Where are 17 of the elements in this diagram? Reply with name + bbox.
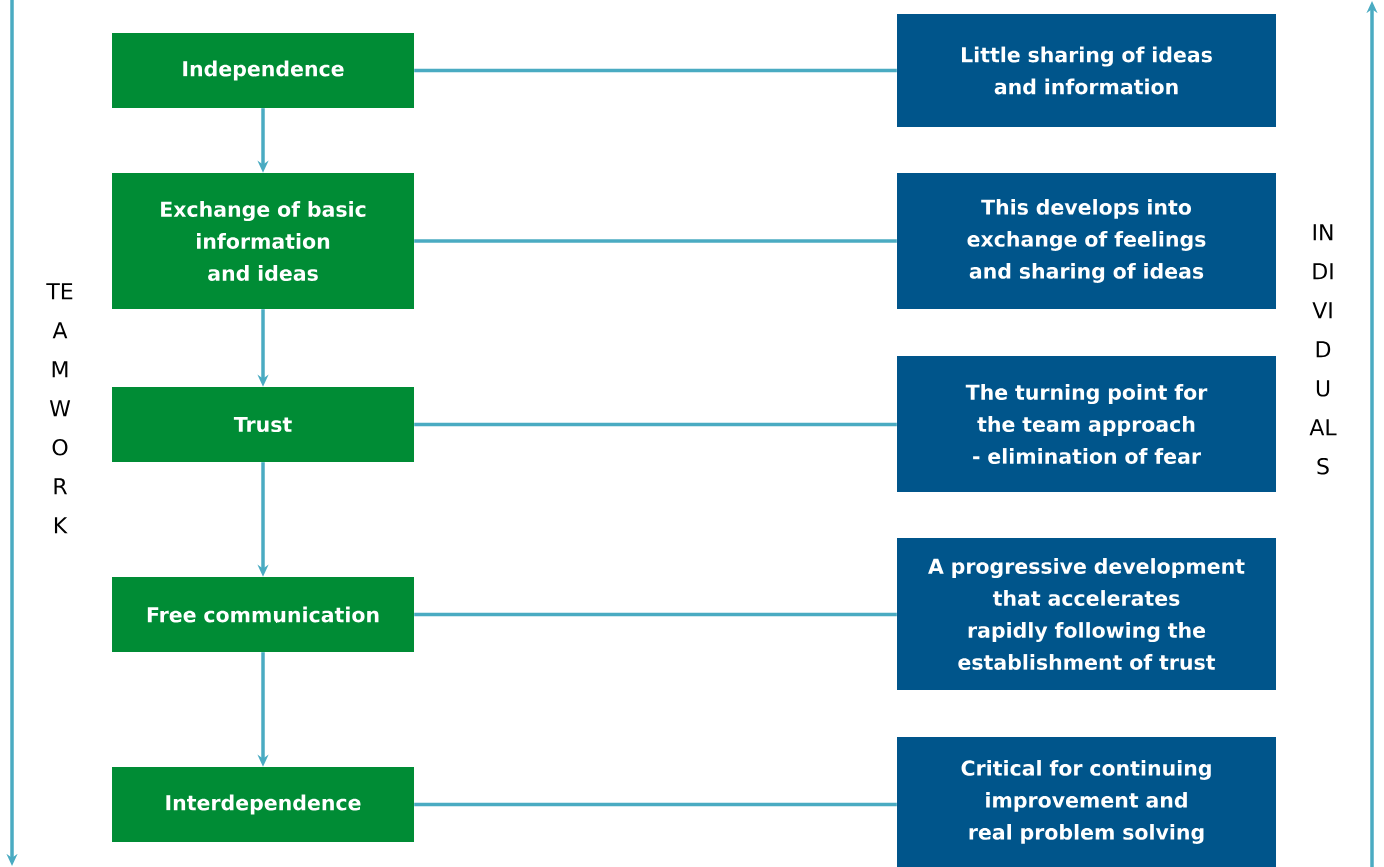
connector — [414, 68, 897, 73]
stage-box: Trust — [112, 387, 414, 462]
description-box: The turning point for the team approach - elimination of fear — [897, 356, 1276, 492]
vertical-label: INDIVIDUALS — [1309, 224, 1337, 475]
description-box: Little sharing of ideas and information — [897, 14, 1276, 127]
connector — [414, 612, 897, 617]
vertical-label: TEAMWORK — [46, 283, 73, 534]
connector — [414, 802, 897, 807]
description-box: This develops into exchange of feelings and sharing of ideas — [897, 173, 1276, 309]
description-box: A progressive development that accelerates rapidly following the establishment of trust — [897, 538, 1276, 690]
stage-box: Free communication — [112, 577, 414, 652]
stage-box: Interdependence — [112, 767, 414, 842]
stage-box: Exchange of basic information and ideas — [112, 173, 414, 309]
connector — [414, 422, 897, 427]
description-box: Critical for continuing improvement and real problem solving — [897, 737, 1276, 867]
stage-box: Independence — [112, 33, 414, 108]
connector — [414, 239, 897, 243]
